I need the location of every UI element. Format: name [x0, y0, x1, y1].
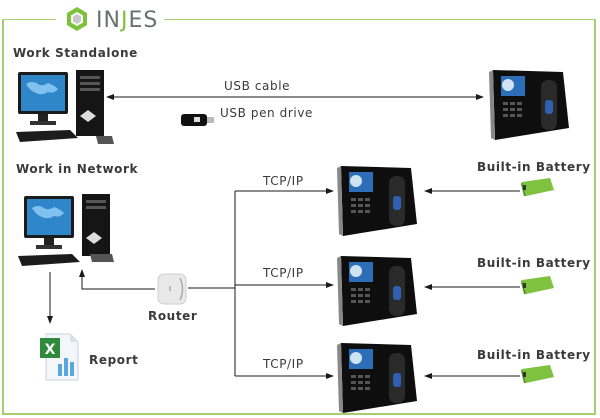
- tcp-ip-label: TCP/IP: [263, 174, 304, 188]
- battery-icon: [521, 276, 554, 294]
- battery-icon: [521, 178, 554, 196]
- diagram-frame: [2, 19, 596, 415]
- desktop-computer-icon: [16, 70, 114, 144]
- battery-icon: [521, 365, 554, 383]
- attendance-terminal-icon: [337, 343, 417, 413]
- attendance-terminal-icon: [337, 256, 417, 326]
- battery-label: Built-in Battery: [477, 160, 591, 174]
- battery-label: Built-in Battery: [477, 256, 591, 270]
- tcp-ip-label: TCP/IP: [263, 357, 304, 371]
- attendance-terminal-icon: [337, 166, 417, 236]
- logo-mark-icon: [67, 7, 87, 31]
- usb-pen-drive-label: USB pen drive: [220, 106, 314, 120]
- standalone-title: Work Standalone: [13, 46, 138, 60]
- usb-cable-label: USB cable: [224, 79, 291, 93]
- router-label: Router: [148, 309, 198, 323]
- attendance-terminal-icon: [489, 70, 569, 140]
- tcp-ip-label: TCP/IP: [263, 266, 304, 280]
- network-computer-icon: [18, 194, 114, 266]
- report-label: Report: [89, 353, 139, 367]
- excel-report-icon: X: [40, 333, 79, 381]
- router-to-pc-line: [79, 269, 155, 290]
- brand-logo: INJES: [56, 5, 165, 35]
- battery-label: Built-in Battery: [477, 348, 591, 362]
- svg-text:X: X: [45, 342, 56, 358]
- brand-wordmark: INJES: [96, 7, 159, 33]
- usb-pen-drive-icon: [181, 114, 214, 126]
- router-icon: [157, 273, 187, 305]
- network-title: Work in Network: [16, 162, 139, 176]
